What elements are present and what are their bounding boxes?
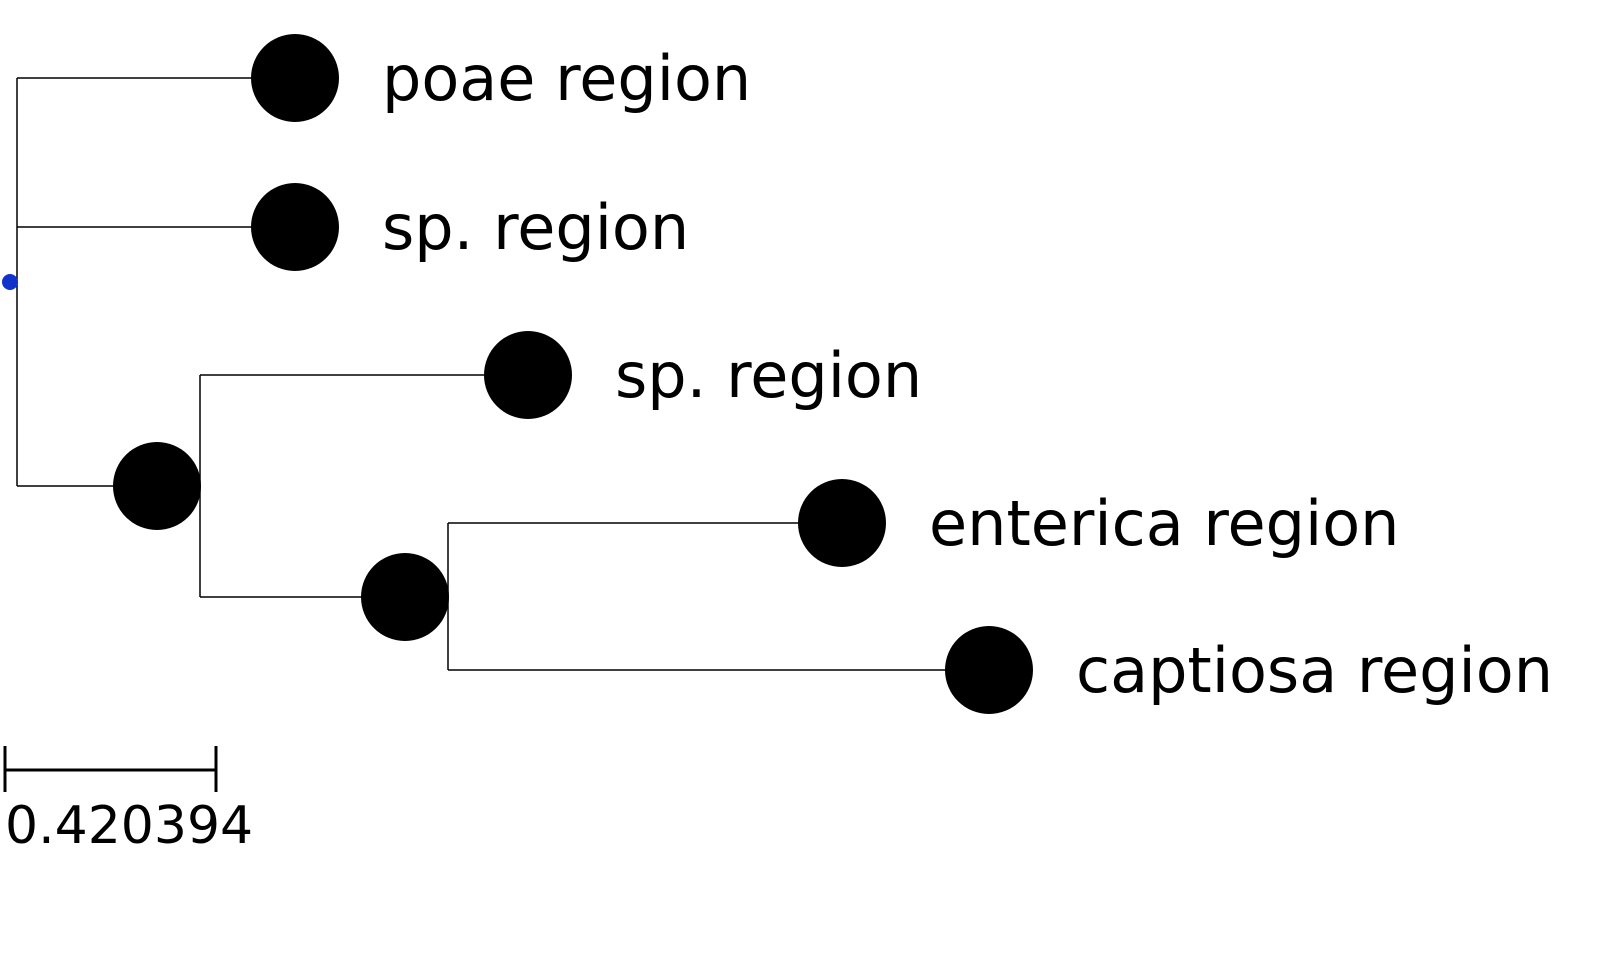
leaf-label-poae: poae region bbox=[382, 42, 751, 115]
root-node-marker[interactable] bbox=[2, 274, 18, 290]
leaf-label-captiosa: captiosa region bbox=[1076, 634, 1553, 707]
leaf-node-sp-1[interactable] bbox=[251, 183, 339, 271]
internal-node-b[interactable] bbox=[361, 553, 449, 641]
leaf-node-sp-2[interactable] bbox=[484, 331, 572, 419]
leaf-node-captiosa[interactable] bbox=[945, 626, 1033, 714]
leaf-label-sp-2: sp. region bbox=[615, 339, 922, 412]
leaf-nodes bbox=[251, 34, 1033, 714]
internal-node-a[interactable] bbox=[113, 442, 201, 530]
leaf-label-enterica: enterica region bbox=[929, 487, 1399, 560]
leaf-labels: poae region sp. region sp. region enteri… bbox=[382, 42, 1553, 707]
leaf-node-poae[interactable] bbox=[251, 34, 339, 122]
scale-bar-label: 0.420394 bbox=[5, 796, 253, 856]
leaf-node-enterica[interactable] bbox=[798, 479, 886, 567]
leaf-label-sp-1: sp. region bbox=[382, 191, 689, 264]
scale-bar: 0.420394 bbox=[3, 746, 253, 856]
